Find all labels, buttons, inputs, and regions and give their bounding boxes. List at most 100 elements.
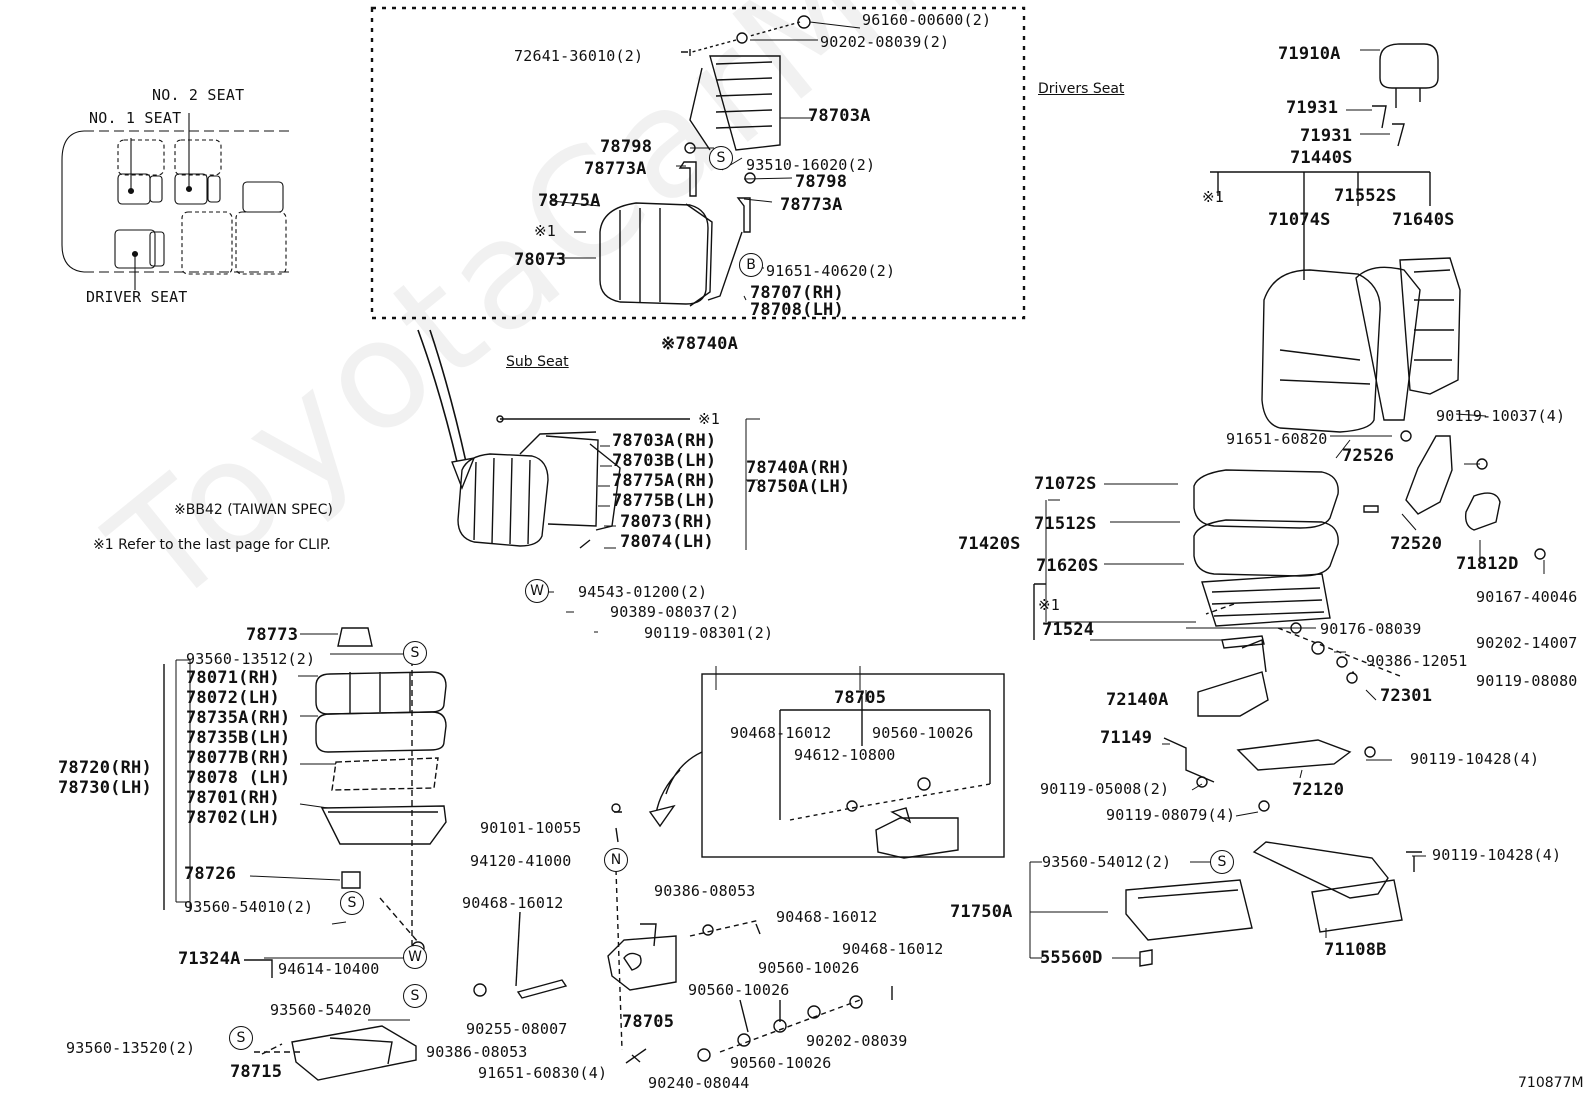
part-label: 72120 <box>1292 780 1345 800</box>
part-label: 78750A(LH) <box>746 477 851 497</box>
badge-w: W <box>403 945 427 969</box>
note-bb42: ※BB42 (TAIWAN SPEC) <box>174 502 333 518</box>
section-sub-seat: Sub Seat <box>506 354 569 370</box>
badge-s: S <box>1210 850 1234 874</box>
seat-map-no1: NO. 1 SEAT <box>89 109 182 127</box>
note-clip: ※1 Refer to the last page for CLIP. <box>93 537 331 553</box>
part-label: 72526 <box>1342 446 1395 466</box>
drivers-seat-box <box>370 6 1026 320</box>
part-label: 71750A <box>950 902 1013 922</box>
part-label: 78702(LH) <box>186 808 280 828</box>
part-label: 71149 <box>1100 728 1153 748</box>
part-label: 72641-36010(2) <box>514 47 644 65</box>
part-label: 94120-41000 <box>470 852 572 870</box>
flow-arrow-1 <box>417 329 459 467</box>
seat-map-driver: DRIVER SEAT <box>86 288 188 306</box>
part-label: 78707(RH) <box>750 283 844 303</box>
recliner-mechanism <box>473 803 893 1064</box>
part-label: 90255-08007 <box>466 1020 568 1038</box>
part-label: ※1 <box>698 410 720 428</box>
detail-78705-art <box>648 696 991 859</box>
part-label: 91651-40620(2) <box>766 262 896 280</box>
part-label: 71910A <box>1278 44 1341 64</box>
part-label: ※1 <box>534 222 556 240</box>
part-label: 90202-08039(2) <box>820 33 950 51</box>
part-label: 93560-13520(2) <box>66 1039 196 1057</box>
part-label: 94614-10400 <box>278 960 380 978</box>
part-label: 78773 <box>246 625 299 645</box>
part-label: 78072(LH) <box>186 688 280 708</box>
part-label: 78071(RH) <box>186 668 280 688</box>
part-label: 90119-08301(2) <box>644 624 774 642</box>
part-label: 90560-10026 <box>730 1054 832 1072</box>
part-label: 78720(RH) <box>58 758 152 778</box>
part-label: 90560-10026 <box>872 724 974 742</box>
part-label: 78775A(RH) <box>612 471 717 491</box>
part-label: 93560-54012(2) <box>1042 853 1172 871</box>
part-label: 71931 <box>1300 126 1353 146</box>
part-label: ※78740A <box>661 334 739 354</box>
detail-78705-box <box>701 673 1005 858</box>
part-label: 91651-60830(4) <box>478 1064 608 1082</box>
part-label: 90202-14007 <box>1476 634 1578 652</box>
part-label: 90119-08080 <box>1476 672 1578 690</box>
part-label: 78703A(RH) <box>612 431 717 451</box>
badge-s: S <box>229 1026 253 1050</box>
part-label: 90119-10428(4) <box>1432 846 1562 864</box>
badge-w: W <box>525 579 549 603</box>
part-label: 94543-01200(2) <box>578 583 708 601</box>
right-seat-assembly <box>1033 43 1546 967</box>
part-label: 71072S <box>1034 474 1097 494</box>
part-label: 78740A(RH) <box>746 458 851 478</box>
part-label: 78726 <box>184 864 237 884</box>
part-label: 78073(RH) <box>620 512 714 532</box>
badge-s: S <box>403 641 427 665</box>
part-label: 71324A <box>178 949 241 969</box>
part-label: 93560-54020 <box>270 1001 372 1019</box>
part-label: 71074S <box>1268 210 1331 230</box>
part-label: 90119-05008(2) <box>1040 780 1170 798</box>
badge-s: S <box>340 891 364 915</box>
part-label: 78703A <box>808 106 871 126</box>
part-label: 72140A <box>1106 690 1169 710</box>
badge-n: N <box>604 848 628 872</box>
part-label: 78798 <box>600 137 653 157</box>
part-label: 78715 <box>230 1062 283 1082</box>
part-label: 78735A(RH) <box>186 708 291 728</box>
part-label: 90468-16012 <box>730 724 832 742</box>
part-label: 72301 <box>1380 686 1433 706</box>
part-label: 90101-10055 <box>480 819 582 837</box>
part-label: ※1 <box>1202 188 1224 206</box>
badge-s: S <box>403 984 427 1008</box>
part-label: 96160-00600(2) <box>862 11 992 29</box>
badge-b: B <box>739 253 763 277</box>
badge-s: S <box>709 146 733 170</box>
part-label: 94612-10800 <box>794 746 896 764</box>
part-label: 71108B <box>1324 940 1387 960</box>
part-label: ※1 <box>1038 596 1060 614</box>
part-label: 78073 <box>514 250 567 270</box>
part-label: 78077B(RH) <box>186 748 291 768</box>
part-label: 90167-40046 <box>1476 588 1578 606</box>
part-label: 90119-08079(4) <box>1106 806 1236 824</box>
part-label: 78705 <box>834 688 887 708</box>
part-label: 91651-60820 <box>1226 430 1328 448</box>
part-label: 90176-08039 <box>1320 620 1422 638</box>
part-label: 78705 <box>622 1012 675 1032</box>
part-label: 90468-16012 <box>842 940 944 958</box>
part-label: 90468-16012 <box>462 894 564 912</box>
part-label: 71440S <box>1290 148 1353 168</box>
part-label: 71931 <box>1286 98 1339 118</box>
part-label: 90240-08044 <box>648 1074 750 1092</box>
seat-map-no2: NO. 2 SEAT <box>152 86 245 104</box>
part-label: 93510-16020(2) <box>746 156 876 174</box>
part-label: 93560-54010(2) <box>184 898 314 916</box>
part-label: 71524 <box>1042 620 1095 640</box>
part-label: 78773A <box>584 159 647 179</box>
part-label: 90386-12051 <box>1366 652 1468 670</box>
part-label: 78701(RH) <box>186 788 280 808</box>
part-label: 72520 <box>1390 534 1443 554</box>
part-label: 55560D <box>1040 948 1103 968</box>
part-label: 78078 (LH) <box>186 768 291 788</box>
